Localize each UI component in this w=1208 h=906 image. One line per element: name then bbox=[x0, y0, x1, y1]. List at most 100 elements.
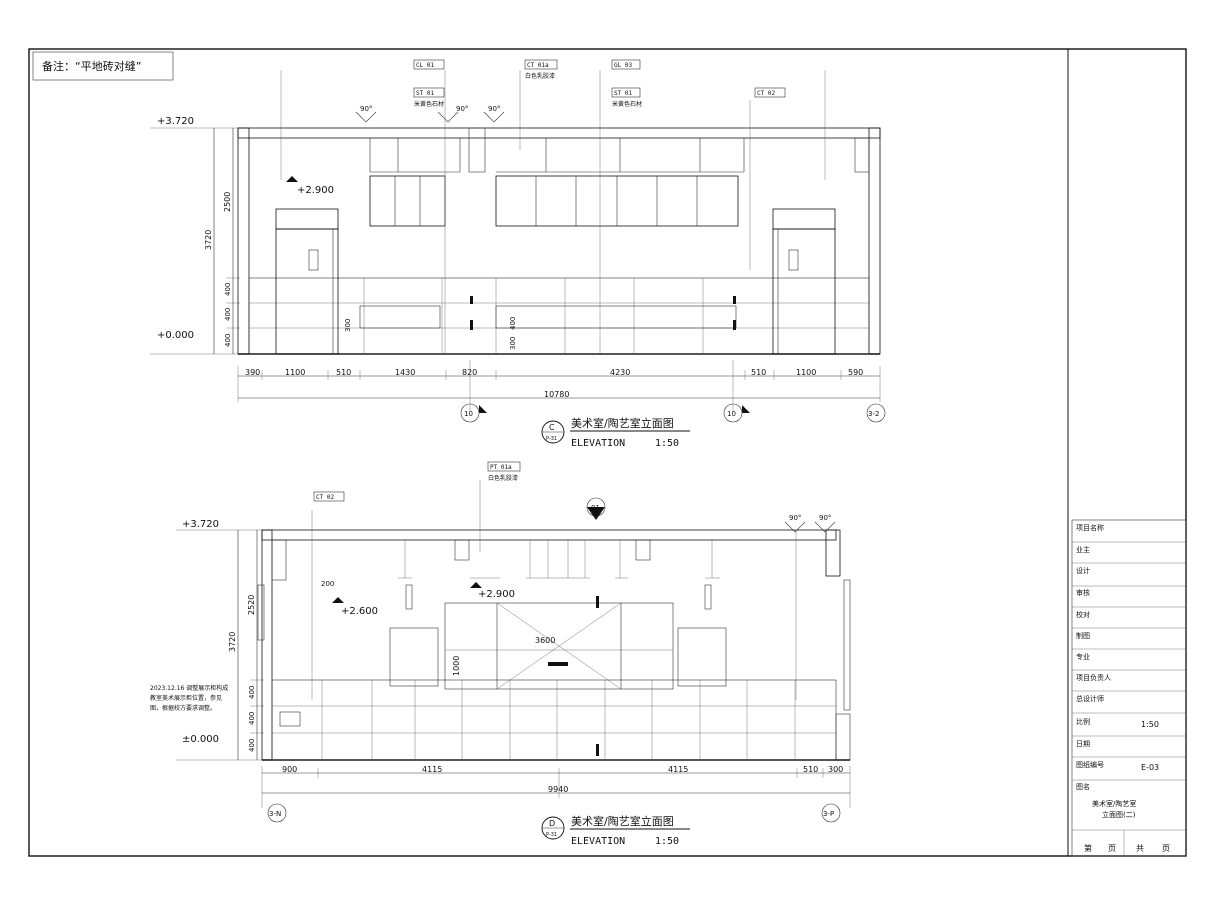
tb-drawing-name-1: 美术室/陶艺室 bbox=[1092, 799, 1136, 808]
tb-row-4: 审核 bbox=[1076, 588, 1090, 597]
right-soffit-d bbox=[825, 529, 841, 577]
hdim-c-8: 1100 bbox=[796, 368, 816, 377]
callouts-c: CL 01 ST 01 米黄色石材 CT 01a 白色乳胶漆 GL 03 ST … bbox=[413, 59, 786, 108]
tb-row-5: 校对 bbox=[1076, 610, 1090, 619]
vdim-d-upper: 2520 bbox=[247, 595, 256, 615]
upper-cabinets-c bbox=[369, 175, 739, 227]
badge-letter-d: D bbox=[549, 819, 555, 828]
hdim-c-7: 510 bbox=[751, 368, 766, 377]
hdim-c-3: 510 bbox=[336, 368, 351, 377]
callouts-d: CT 02 PT 01a 白色乳胶漆 bbox=[313, 461, 521, 502]
callout-code-d-1: CT 02 bbox=[316, 494, 334, 501]
hdim-d-4: 510 bbox=[803, 765, 818, 774]
note-text: 备注：“平地砖对缝” bbox=[42, 59, 141, 73]
angle-label-c-2: 90° bbox=[456, 105, 468, 113]
hdim-d-2: 4115 bbox=[422, 765, 442, 774]
inner-dim-d-2: 1000 bbox=[452, 656, 461, 676]
tb-scale-label: 比例 bbox=[1076, 717, 1090, 726]
ceiling-level-d-2: +2.600 bbox=[341, 606, 378, 617]
level-top-d: +3.720 bbox=[182, 519, 219, 530]
left-wall-c bbox=[237, 127, 250, 355]
left-wall-d bbox=[261, 529, 273, 761]
grid-mark-d-1: 3-N bbox=[267, 803, 287, 823]
tb-row-3: 设计 bbox=[1076, 566, 1090, 575]
angle-label-d-2: 90° bbox=[819, 514, 831, 522]
vdim-d-total: 3720 bbox=[228, 632, 237, 652]
vdim-d-2: 400 bbox=[248, 712, 256, 725]
title-c: C P-31 美术室/陶艺室立面图 ELEVATION 1:50 bbox=[541, 416, 690, 449]
tb-page-unit: 页 bbox=[1108, 844, 1116, 853]
grid-mark-c-label: 3-2 bbox=[868, 410, 879, 418]
inner-dim-d-1: 3600 bbox=[535, 636, 555, 645]
title-d: D P-31 美术室/陶艺室立面图 ELEVATION 1:50 bbox=[541, 814, 690, 847]
angle-label-c-1: 90° bbox=[360, 105, 372, 113]
tb-total-unit: 页 bbox=[1162, 844, 1170, 853]
tb-row-2: 业主 bbox=[1076, 545, 1090, 554]
tb-drawing-label: 图名 bbox=[1076, 782, 1090, 791]
section-mark-c-1-label: 10 bbox=[464, 410, 473, 418]
door-right-c bbox=[772, 208, 836, 355]
tb-sheet-value: E-03 bbox=[1141, 763, 1159, 772]
hdim-c-1: 390 bbox=[245, 368, 260, 377]
level-top-c: +3.720 bbox=[157, 116, 194, 127]
tb-row-9: 总设计师 bbox=[1076, 694, 1104, 703]
callout-code-d-2: PT 01a bbox=[490, 464, 512, 471]
title-scale-d: 1:50 bbox=[655, 836, 679, 847]
section-mark-c-2: 10 bbox=[723, 360, 750, 423]
hdim-d-5: 300 bbox=[828, 765, 843, 774]
ceiling-level-c: +2.900 bbox=[297, 185, 334, 196]
tb-scale-value: 1:50 bbox=[1141, 720, 1159, 729]
grid-mark-c: 3-2 bbox=[866, 403, 886, 423]
level-bottom-c: +0.000 bbox=[157, 330, 194, 341]
title-cn-c: 美术室/陶艺室立面图 bbox=[571, 416, 674, 430]
callout-code-c-6: CT 02 bbox=[757, 90, 775, 97]
angle-label-d-1: 90° bbox=[789, 514, 801, 522]
section-mark-d: 01 bbox=[586, 497, 606, 520]
tb-row-7: 专业 bbox=[1076, 652, 1090, 661]
callout-code-c-1: CL 01 bbox=[416, 62, 434, 69]
callout-code-c-4: GL 03 bbox=[614, 62, 632, 69]
hdim-c-5: 820 bbox=[462, 368, 477, 377]
vdim-d-3: 400 bbox=[248, 739, 256, 752]
badge-ref-c: P-31 bbox=[546, 436, 557, 442]
inner-dim-d-3: 200 bbox=[321, 580, 334, 588]
vdim-c-3: 400 bbox=[224, 334, 232, 347]
door-left-c bbox=[275, 208, 339, 355]
badge-ref-d: P-31 bbox=[546, 832, 557, 838]
title-cn-d: 美术室/陶艺室立面图 bbox=[571, 814, 674, 828]
section-mark-c-1: 10 bbox=[460, 360, 487, 423]
stone-wainscot-c bbox=[248, 277, 870, 355]
callout-code-c-5: ST 01 bbox=[614, 90, 632, 97]
hdim-c-4: 1430 bbox=[395, 368, 415, 377]
grid-mark-d-2-label: 3-P bbox=[823, 810, 834, 818]
grid-mark-d-2: 3-P bbox=[821, 803, 841, 823]
vdim-d-1: 400 bbox=[248, 686, 256, 699]
stone-wainscot-d bbox=[271, 679, 837, 761]
side-note-d-3: 图，根据校方要求调整。 bbox=[150, 704, 216, 712]
callout-text-d-1: 白色乳胶漆 bbox=[488, 474, 518, 482]
small-dim-c-3: 300 bbox=[509, 337, 517, 350]
column-c bbox=[468, 127, 486, 173]
tb-row-8: 项目负责人 bbox=[1076, 673, 1111, 682]
vdim-c-1: 400 bbox=[224, 283, 232, 296]
callout-code-c-3: CT 01a bbox=[527, 62, 549, 69]
callout-code-c-2: ST 01 bbox=[416, 90, 434, 97]
note-box bbox=[32, 51, 174, 81]
right-soffit-c bbox=[854, 137, 870, 173]
badge-letter-c: C bbox=[549, 423, 555, 432]
grid-mark-d-1-label: 3-N bbox=[269, 810, 281, 818]
side-note-d-1: 2023.12.16 调整展示柜构成 bbox=[150, 684, 228, 692]
counter-left-c bbox=[359, 305, 441, 329]
level-bottom-d: ±0.000 bbox=[182, 734, 219, 745]
small-dim-c-2: 400 bbox=[509, 317, 517, 330]
vdim-c-2: 400 bbox=[224, 308, 232, 321]
ceiling-slab-c bbox=[237, 127, 881, 139]
tb-date-label: 日期 bbox=[1076, 740, 1090, 748]
sheet-border bbox=[28, 48, 1187, 857]
elevation-c: 90° 90° 90° CL 01 ST 01 米黄色石材 CT 01a 白色乳… bbox=[150, 59, 886, 449]
small-dim-c-1: 300 bbox=[344, 319, 352, 332]
ceiling-slab-d bbox=[261, 529, 837, 541]
section-mark-c-2-label: 10 bbox=[727, 410, 736, 418]
right-wall-c bbox=[868, 127, 881, 355]
